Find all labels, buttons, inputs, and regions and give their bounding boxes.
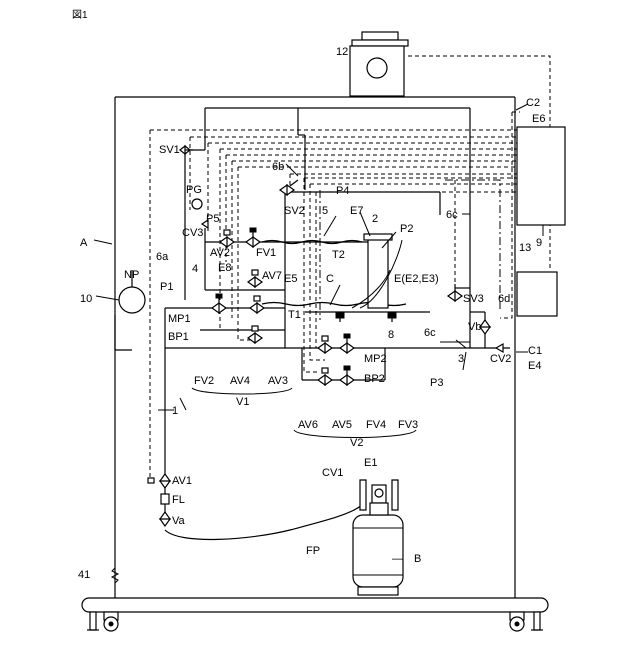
valve-fv2	[212, 294, 226, 313]
label-V2: V2	[350, 437, 363, 449]
unit-13	[517, 272, 557, 316]
label-FV4: FV4	[366, 419, 386, 431]
label-P2: P2	[400, 223, 413, 235]
label-AV2: AV2	[210, 247, 230, 259]
label-FV3: FV3	[398, 419, 418, 431]
label-BP2: BP2	[364, 373, 385, 385]
label-3: 3	[458, 353, 464, 365]
valve-av6	[318, 368, 332, 385]
label-NP: NP	[124, 269, 139, 281]
label-PG: PG	[186, 184, 202, 196]
label-P1: P1	[160, 281, 173, 293]
label-E7: E7	[350, 205, 363, 217]
label-5: 5	[322, 205, 328, 217]
valve-av5	[318, 336, 332, 353]
label-E4: E4	[528, 360, 541, 372]
label-T1: T1	[288, 309, 301, 321]
label-P5: P5	[206, 213, 219, 225]
label-12: 12	[336, 46, 348, 58]
label-T2: T2	[332, 249, 345, 261]
label-9: 9	[536, 237, 542, 249]
exhaust-fan: 12	[336, 32, 408, 96]
label-AV5: AV5	[332, 419, 352, 431]
flexible-pipe	[165, 505, 362, 539]
label-MP2: MP2	[364, 353, 387, 365]
label-6c-mid: 6c	[424, 327, 436, 339]
label-13: 13	[519, 242, 531, 254]
pressure-gauge	[192, 199, 202, 209]
label-MP1: MP1	[168, 313, 191, 325]
label-E1: E1	[364, 457, 377, 469]
label-C1: C1	[528, 345, 542, 357]
meter-np	[119, 287, 145, 313]
valve-vb	[480, 320, 490, 334]
label-C2: C2	[526, 97, 540, 109]
label-P4: P4	[336, 185, 349, 197]
label-AV6: AV6	[298, 419, 318, 431]
label-BP1: BP1	[168, 331, 189, 343]
label-V1: V1	[236, 396, 249, 408]
label-AV4: AV4	[230, 375, 250, 387]
label-10: 10	[80, 293, 92, 305]
label-E-E2E3: E(E2,E3)	[394, 273, 439, 285]
label-FV2: FV2	[194, 375, 214, 387]
check-valve-cv2	[496, 344, 503, 352]
label-B-dash: —	[392, 553, 403, 565]
filter-fl	[161, 494, 169, 504]
gas-cylinder	[353, 480, 403, 595]
label-2: 2	[372, 213, 378, 225]
label-P3: P3	[430, 377, 443, 389]
label-B: B	[414, 553, 421, 565]
valve-sv1	[180, 146, 193, 154]
label-FV1: FV1	[256, 247, 276, 259]
label-E6: E6	[532, 113, 545, 125]
valve-va	[160, 512, 170, 526]
figure-title: 図1	[72, 9, 88, 21]
label-Va: Va	[172, 515, 186, 527]
base-platform	[82, 598, 548, 631]
valve-av1	[148, 474, 170, 488]
label-Vb: Vb	[468, 321, 481, 333]
label-6b: 6b	[272, 161, 284, 173]
label-CV3: CV3	[182, 227, 203, 239]
label-CV2: CV2	[490, 353, 511, 365]
label-4: 4	[192, 263, 198, 275]
support-8	[305, 312, 430, 322]
label-8: 8	[388, 329, 394, 341]
label-SV3: SV3	[463, 293, 484, 305]
label-C: C	[326, 273, 334, 285]
label-CV1: CV1	[322, 467, 343, 479]
valve-fv4	[340, 366, 354, 385]
valve-sv3	[448, 284, 462, 301]
label-A: A	[80, 237, 88, 249]
label-SV1: SV1	[159, 144, 180, 156]
valve-sv2	[280, 180, 298, 195]
valve-av3	[250, 296, 264, 313]
label-6a: 6a	[156, 251, 169, 263]
label-E5: E5	[284, 273, 297, 285]
valve-fv3	[340, 334, 354, 353]
column-2	[352, 234, 402, 308]
label-6c-top: 6c	[446, 209, 458, 221]
label-E8: E8	[218, 262, 231, 274]
valve-av7	[248, 270, 262, 287]
label-AV1: AV1	[172, 475, 192, 487]
label-SV2: SV2	[284, 205, 305, 217]
label-FP: FP	[306, 545, 320, 557]
label-FL: FL	[172, 494, 185, 506]
label-AV3: AV3	[268, 375, 288, 387]
label-6d: 6d	[498, 293, 510, 305]
label-41: 41	[78, 569, 90, 581]
label-AV7: AV7	[262, 270, 282, 282]
label-1: 1	[172, 405, 178, 417]
controller-9	[517, 127, 565, 225]
valve-fv1	[246, 228, 260, 247]
